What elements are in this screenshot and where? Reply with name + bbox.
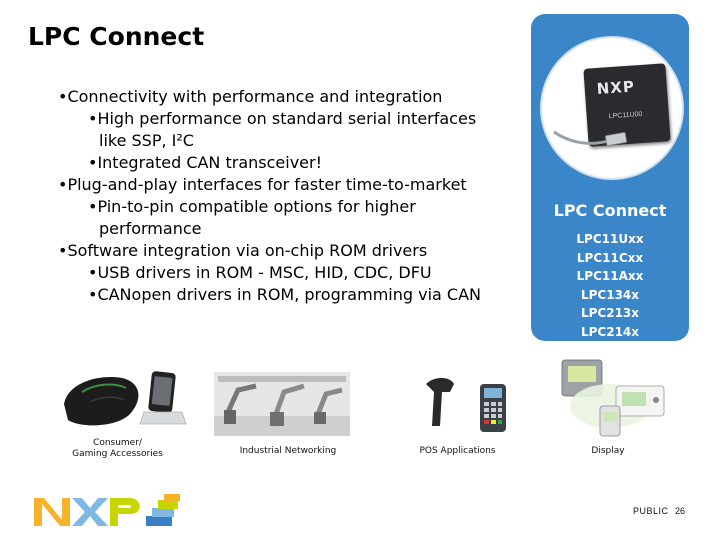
gaming-mouse-phone-image xyxy=(64,371,187,426)
caption-industrial: Industrial Networking xyxy=(239,446,337,456)
display-devices-image xyxy=(561,359,665,437)
caption-consumer: Consumer/ Gaming Accessories xyxy=(72,438,163,459)
chip-logo: NXP xyxy=(596,77,636,99)
stacked-blocks-icon xyxy=(146,494,180,526)
part-item: LPC134x xyxy=(580,287,640,302)
product-image-circle: NXP LPC11U00 xyxy=(540,36,684,180)
pos-scanner-terminal-image xyxy=(426,378,506,432)
bullet-list: •Connectivity with performance and integ… xyxy=(58,86,528,306)
sub-bullet-continuation: like SSP, I²C xyxy=(99,131,194,150)
bullet-item: •Connectivity with performance and integ… xyxy=(58,87,443,106)
part-item: LPC11Axx xyxy=(576,269,644,283)
industrial-robots-image xyxy=(214,372,350,436)
sub-bullet-item: •CANopen drivers in ROM, programming via… xyxy=(88,285,481,304)
page-number: 26 xyxy=(675,506,686,516)
sub-bullet-text: •Pin-to-pin compatible options for highe… xyxy=(88,197,416,216)
part-list: LPC11Uxx LPC11Cxx LPC11Axx LPC134x LPC21… xyxy=(531,230,689,341)
sub-bullet-text: •High performance on standard serial int… xyxy=(88,109,477,128)
part-item: LPC213x xyxy=(580,306,640,320)
bullet-item: •Plug-and-play interfaces for faster tim… xyxy=(58,175,467,194)
sub-bullet-item: •USB drivers in ROM - MSC, HID, CDC, DFU xyxy=(88,263,432,282)
chip-label: LPC11U00 xyxy=(608,110,643,121)
part-item: LPC214x xyxy=(580,324,640,339)
classification-label: PUBLIC xyxy=(633,506,669,516)
part-item: LPC11Cxx xyxy=(576,250,644,265)
caption-display: Display xyxy=(591,446,625,456)
sub-bullet-item: •High performance on standard serial int… xyxy=(88,108,528,152)
sub-bullet-continuation: performance xyxy=(99,219,202,238)
part-item: LPC11Uxx xyxy=(576,232,644,246)
caption-pos: POS Applications xyxy=(419,446,496,456)
usb-cable-icon xyxy=(553,130,627,146)
nxp-logo xyxy=(34,494,180,526)
bullet-item: •Software integration via on-chip ROM dr… xyxy=(58,241,428,260)
sub-bullet-item: •Integrated CAN transceiver! xyxy=(88,153,323,172)
panel-title: LPC Connect xyxy=(553,201,667,220)
sub-bullet-item: •Pin-to-pin compatible options for highe… xyxy=(88,196,528,240)
slide-title: LPC Connect xyxy=(28,22,205,51)
